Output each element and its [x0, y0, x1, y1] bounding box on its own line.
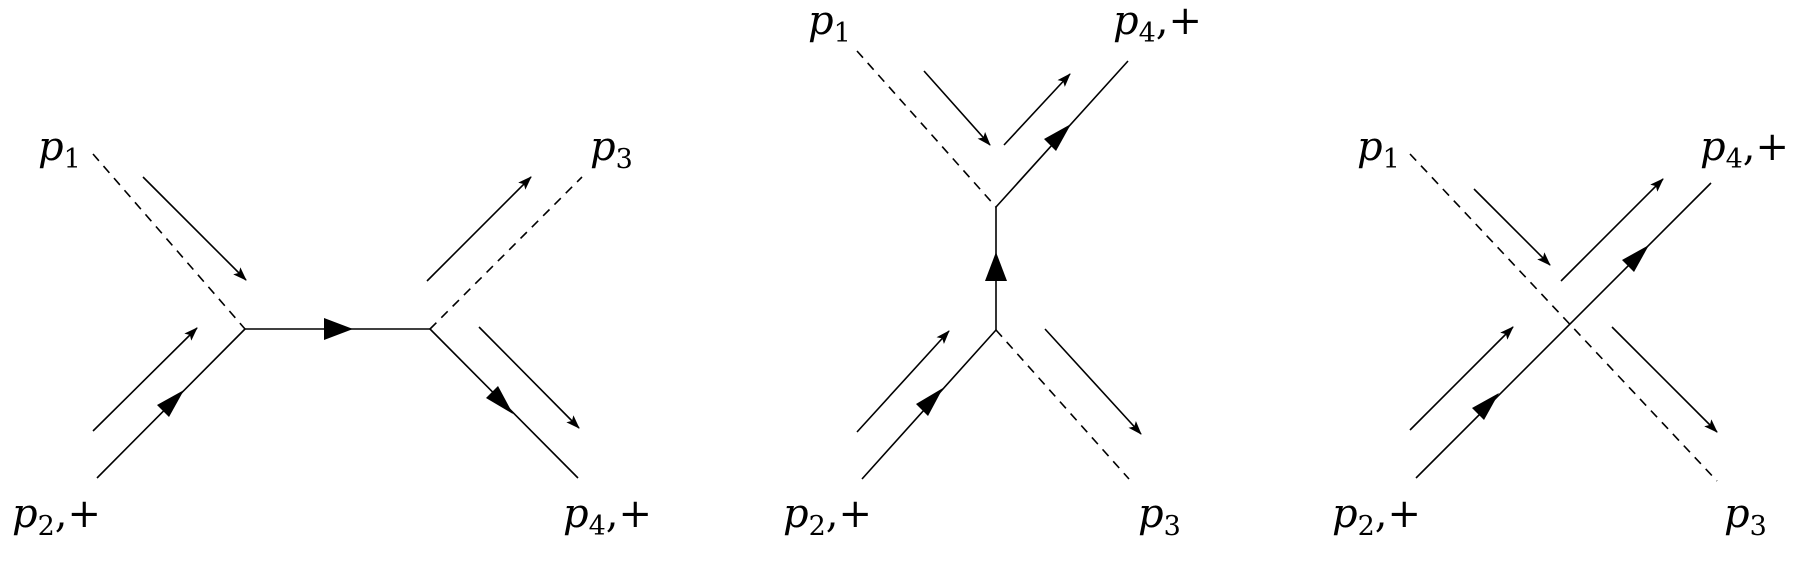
momentum-arrow-p1	[1473, 188, 1551, 266]
momentum-arrow-p2	[856, 330, 950, 433]
label-p2: p2,+	[12, 491, 101, 542]
scalar-line-p1	[856, 50, 997, 208]
scalar-line-p3	[995, 329, 1130, 480]
label-p1: p1	[1357, 124, 1400, 175]
fermion-arrow-p4	[1622, 245, 1649, 272]
label-p3: p3	[590, 124, 633, 175]
momentum-arrow-p3	[1611, 326, 1718, 433]
momentum-arrow-p1	[923, 70, 991, 146]
fermion-arrow-p2	[157, 390, 184, 417]
scalar-line-p1-p3	[1409, 153, 1718, 482]
fermion-arrow-p4	[1044, 124, 1071, 151]
propagator-arrow	[324, 318, 353, 340]
label-p1: p1	[38, 124, 81, 175]
momentum-arrow-p2	[92, 327, 198, 432]
scalar-line-p3	[429, 176, 583, 330]
momentum-arrow-p3	[426, 176, 532, 282]
momentum-arrow-p1	[142, 176, 247, 281]
diagram-s-channel: p1 p2,+ p3 p4,+	[12, 124, 652, 542]
propagator-arrow	[985, 252, 1007, 281]
label-p4: p4,+	[1113, 0, 1202, 49]
momentum-arrow-p2	[1409, 326, 1514, 431]
label-p4: p4,+	[1700, 124, 1789, 175]
label-p3: p3	[1724, 491, 1767, 542]
label-p2: p2,+	[783, 491, 872, 542]
momentum-arrow-p3	[1044, 328, 1142, 435]
label-p4: p4,+	[563, 491, 652, 542]
fermion-arrow-p2	[916, 388, 943, 416]
label-p2: p2,+	[1332, 491, 1421, 542]
diagram-u-channel: p1 p4,+ p2,+ p3	[1332, 124, 1789, 542]
label-p1: p1	[808, 0, 851, 49]
label-p3: p3	[1138, 491, 1181, 542]
diagram-t-channel: p1 p4,+ p2,+ p3	[783, 0, 1202, 542]
fermion-line-p2-p4	[1415, 182, 1712, 479]
fermion-arrow-p4	[486, 386, 513, 414]
momentum-arrow-p4	[478, 326, 580, 429]
fermion-arrow-p2	[1472, 393, 1499, 420]
momentum-arrow-p4	[1560, 178, 1664, 282]
scalar-line-p1	[92, 153, 246, 330]
momentum-arrow-p4	[1003, 73, 1071, 146]
